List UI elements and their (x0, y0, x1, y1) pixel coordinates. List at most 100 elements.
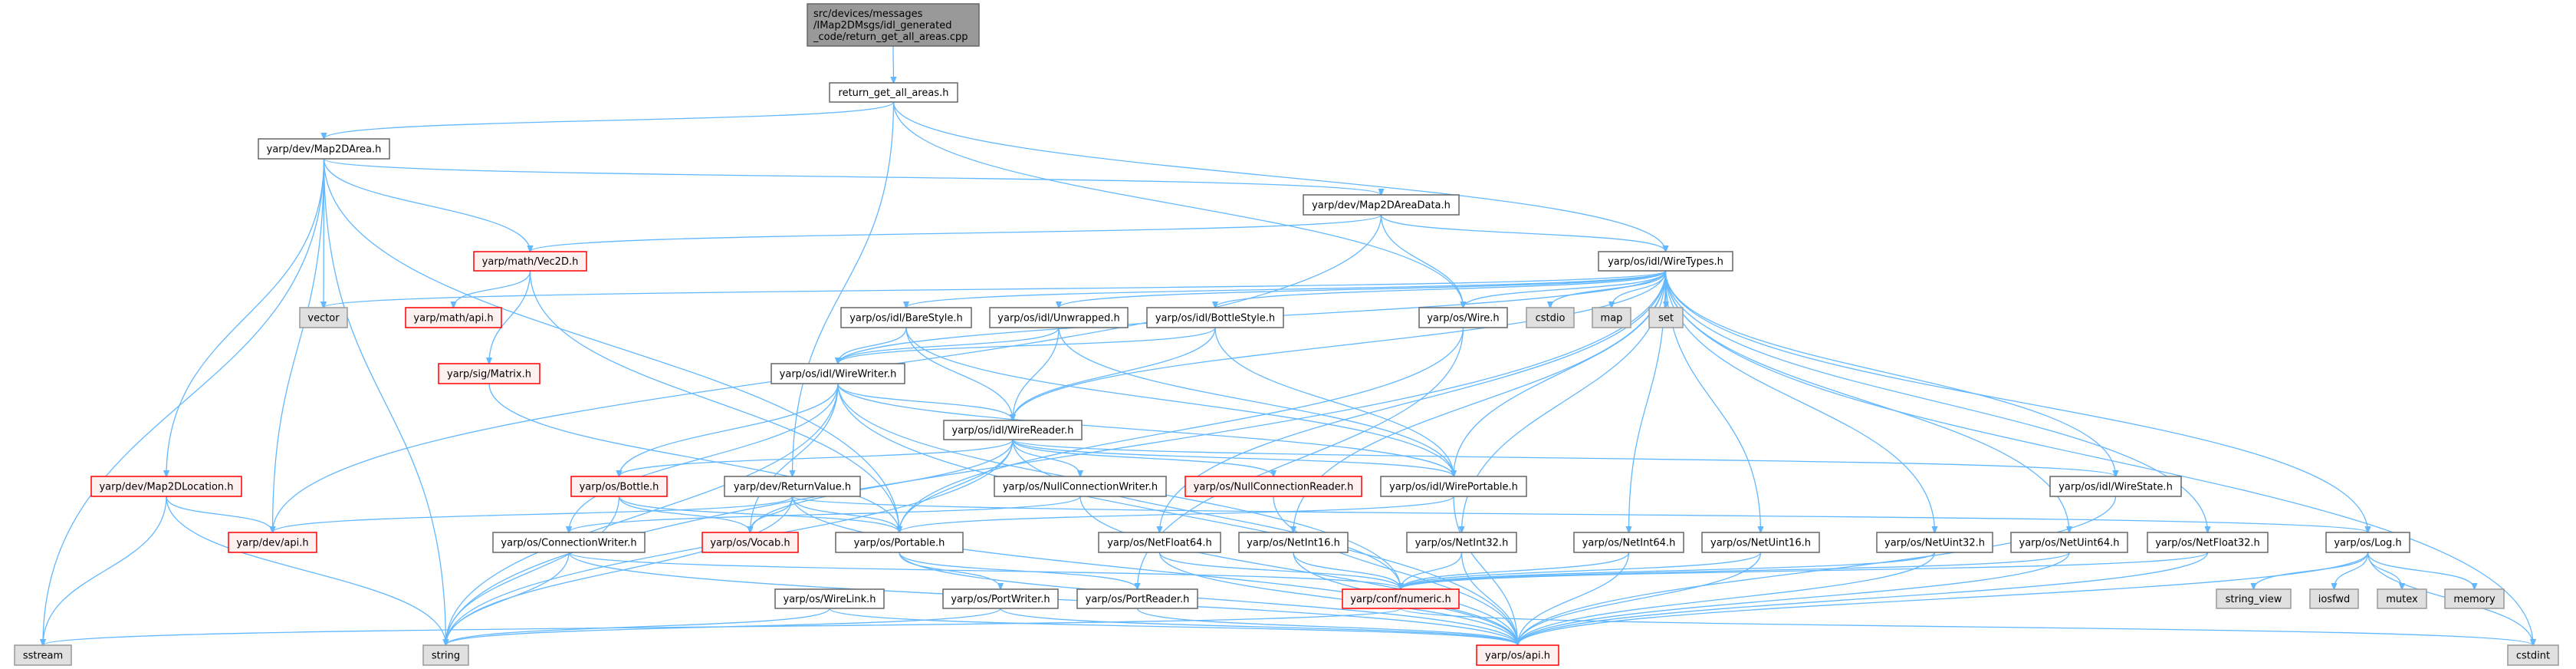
node-box (258, 138, 390, 160)
node-box (492, 532, 646, 553)
node-wirereader[interactable]: yarp/os/idl/WireReader.h (943, 420, 1083, 440)
edge-ret-to-map2darea (324, 101, 895, 139)
node-portwriter[interactable]: yarp/os/PortWriter.h (942, 588, 1059, 609)
node-numeric[interactable]: yarp/conf/numeric.h (1342, 588, 1460, 609)
node-label: yarp/os/NetInt32.h (1415, 538, 1509, 549)
edge-matrix-to-portable (488, 383, 899, 532)
node-netuint64[interactable]: yarp/os/NetUint64.h (2010, 532, 2128, 553)
edge-wiretypes-to-cstdio (1550, 270, 1667, 308)
node-map2dloc[interactable]: yarp/dev/Map2DLocation.h (90, 476, 242, 497)
edge-unwrapped-to-wireportable (1058, 327, 1454, 476)
edge-connwriter-to-numeric (568, 552, 1401, 589)
node-wirewriter[interactable]: yarp/os/idl/WireWriter.h (770, 363, 905, 384)
node-box (473, 251, 587, 272)
node-box (2049, 476, 2182, 497)
node-box (2216, 588, 2292, 609)
node-log[interactable]: yarp/os/Log.h (2325, 532, 2410, 553)
edge-returnvalue-to-devapi (273, 496, 794, 532)
node-bottlestyle[interactable]: yarp/os/idl/BottleStyle.h (1146, 307, 1284, 328)
node-matrix[interactable]: yarp/sig/Matrix.h (438, 363, 540, 384)
node-label: yarp/os/NullConnectionWriter.h (1003, 482, 1158, 493)
node-vec2d[interactable]: yarp/math/Vec2D.h (473, 251, 587, 272)
node-map2dareadata[interactable]: yarp/dev/Map2DAreaData.h (1303, 194, 1460, 216)
edge-wiretypes-to-barestyle (906, 270, 1667, 308)
node-label: yarp/os/NullConnectionReader.h (1194, 482, 1354, 493)
edge-wireportable-to-portable (899, 496, 1454, 532)
nodes-layer: src/devices/messages/IMap2DMsgs/idl_gene… (14, 3, 2559, 666)
node-string: string (422, 644, 469, 666)
node-devapi[interactable]: yarp/dev/api.h (228, 532, 317, 553)
node-box (422, 644, 469, 666)
edge-netuint64-to-osapi (1518, 552, 2070, 645)
edge-numeric-to-sstream (43, 608, 1401, 645)
node-root: src/devices/messages/IMap2DMsgs/idl_gene… (807, 3, 980, 47)
node-wireportable[interactable]: yarp/os/idl/WirePortable.h (1380, 476, 1527, 497)
node-osapi[interactable]: yarp/os/api.h (1476, 644, 1559, 666)
node-box (835, 532, 964, 553)
node-bottle[interactable]: yarp/os/Bottle.h (570, 476, 668, 497)
node-label: yarp/sig/Matrix.h (447, 369, 531, 381)
node-netint16[interactable]: yarp/os/NetInt16.h (1238, 532, 1349, 553)
edge-netint64-to-osapi (1518, 552, 1630, 645)
node-label: yarp/os/idl/BottleStyle.h (1155, 313, 1275, 325)
node-netuint32[interactable]: yarp/os/NetUint32.h (1876, 532, 1993, 553)
edge-bottlestyle-to-wireportable (1214, 327, 1454, 476)
node-label: _code/return_get_all_areas.cpp (813, 31, 968, 43)
edge-map2dareadata-to-wire (1380, 214, 1464, 308)
node-barestyle[interactable]: yarp/os/idl/BareStyle.h (840, 307, 972, 328)
node-mutex: mutex (2377, 588, 2427, 609)
node-label: yarp/os/api.h (1485, 651, 1550, 662)
node-wiretypes[interactable]: yarp/os/idl/WireTypes.h (1598, 251, 1733, 272)
node-memory: memory (2444, 588, 2505, 609)
edge-wiretypes-to-unwrapped (1059, 270, 1667, 308)
edge-bottlestyle-to-wirereader (1013, 327, 1216, 420)
node-wire[interactable]: yarp/os/Wire.h (1418, 307, 1508, 328)
node-box (1573, 532, 1684, 553)
edge-bottle-to-string (446, 496, 620, 645)
node-box (1303, 194, 1460, 216)
edge-ret-to-wiretypes (892, 101, 1666, 252)
node-cstdint: cstdint (2507, 644, 2559, 666)
edge-wiretypes-to-wire (1464, 270, 1667, 308)
node-netfloat32[interactable]: yarp/os/NetFloat32.h (2147, 532, 2269, 553)
node-nullcw[interactable]: yarp/os/NullConnectionWriter.h (994, 476, 1167, 497)
node-unwrapped[interactable]: yarp/os/idl/Unwrapped.h (989, 307, 1129, 328)
node-label: yarp/math/api.h (413, 313, 493, 325)
node-portreader[interactable]: yarp/os/PortReader.h (1076, 588, 1198, 609)
node-box (840, 307, 972, 328)
node-mathapi[interactable]: yarp/math/api.h (405, 307, 502, 328)
edge-bottlestyle-to-wirewriter (838, 327, 1216, 364)
node-box (702, 532, 799, 553)
node-wirelink[interactable]: yarp/os/WireLink.h (774, 588, 885, 609)
node-label: yarp/os/Log.h (2334, 538, 2401, 549)
node-box (807, 3, 980, 47)
edge-barestyle-to-wirereader (905, 327, 1013, 420)
node-netfloat64[interactable]: yarp/os/NetFloat64.h (1098, 532, 1221, 553)
node-map2darea[interactable]: yarp/dev/Map2DArea.h (258, 138, 390, 160)
edge-map2dloc-to-sstream (43, 496, 167, 645)
node-wirestate[interactable]: yarp/os/idl/WireState.h (2049, 476, 2182, 497)
edge-returnvalue-to-log (791, 496, 2368, 532)
edge-wiretypes-to-bottlestyle (1215, 270, 1667, 308)
node-nullcr[interactable]: yarp/os/NullConnectionReader.h (1184, 476, 1362, 497)
edge-log-to-mutex (2367, 552, 2403, 589)
node-ret[interactable]: return_get_all_areas.h (829, 82, 958, 103)
node-label: yarp/os/idl/WireTypes.h (1608, 256, 1723, 268)
node-returnvalue[interactable]: yarp/dev/ReturnValue.h (724, 476, 861, 497)
edge-wiretypes-to-wireportable (1454, 270, 1667, 476)
node-box (989, 307, 1129, 328)
node-label: yarp/os/NetUint16.h (1710, 538, 1811, 549)
node-connwriter[interactable]: yarp/os/ConnectionWriter.h (492, 532, 646, 553)
node-vocab[interactable]: yarp/os/Vocab.h (702, 532, 799, 553)
node-label: yarp/os/ConnectionWriter.h (501, 538, 636, 549)
node-map: map (1592, 307, 1631, 328)
node-vector: vector (299, 307, 348, 328)
edge-log-to-osapi (1518, 552, 2369, 645)
node-portable[interactable]: yarp/os/Portable.h (835, 532, 964, 553)
edge-map2dareadata-to-wiretypes (1380, 214, 1666, 252)
node-box (1238, 532, 1349, 553)
node-netuint16[interactable]: yarp/os/NetUint16.h (1701, 532, 1820, 553)
node-netint64[interactable]: yarp/os/NetInt64.h (1573, 532, 1684, 553)
node-netint32[interactable]: yarp/os/NetInt32.h (1406, 532, 1517, 553)
node-box (1648, 307, 1684, 328)
